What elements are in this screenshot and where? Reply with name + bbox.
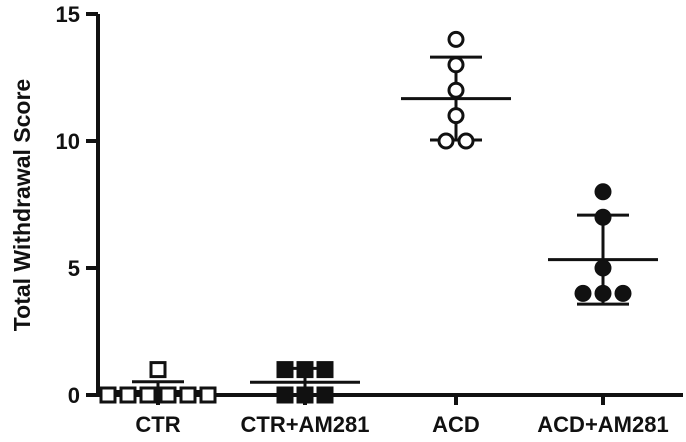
data-point <box>199 386 217 404</box>
data-point <box>99 386 117 404</box>
data-point <box>149 361 167 379</box>
data-point <box>594 259 612 277</box>
data-point <box>276 361 294 379</box>
data-point <box>594 208 612 226</box>
data-point <box>316 386 334 404</box>
data-point <box>594 183 612 201</box>
data-point <box>437 132 455 150</box>
x-tick-label-3: ACD+AM281 <box>537 412 668 437</box>
data-point <box>457 132 475 150</box>
data-point <box>614 284 632 302</box>
data-point <box>316 361 334 379</box>
y-tick-label-0: 0 <box>68 383 80 408</box>
data-point <box>447 107 465 125</box>
data-point <box>276 386 294 404</box>
y-tick-label-15: 15 <box>56 2 80 27</box>
data-point <box>296 386 314 404</box>
series-CTR <box>99 361 217 404</box>
x-tick-label-2: ACD <box>432 412 480 437</box>
data-point <box>447 30 465 48</box>
data-point <box>159 386 177 404</box>
data-point <box>574 284 592 302</box>
data-point <box>447 56 465 74</box>
data-point <box>594 284 612 302</box>
x-tick-label-0: CTR <box>135 412 180 437</box>
data-point <box>179 386 197 404</box>
data-marks <box>99 30 658 404</box>
y-tick-label-5: 5 <box>68 256 80 281</box>
data-point <box>119 386 137 404</box>
x-tick-label-1: CTR+AM281 <box>241 412 370 437</box>
data-point <box>296 361 314 379</box>
series-CTR+AM281 <box>250 361 360 404</box>
y-axis-label: Total Withdrawal Score <box>9 79 35 331</box>
data-point <box>447 81 465 99</box>
data-point <box>139 386 157 404</box>
series-ACD <box>401 30 511 150</box>
series-ACD+AM281 <box>548 183 658 306</box>
y-tick-label-10: 10 <box>56 129 80 154</box>
